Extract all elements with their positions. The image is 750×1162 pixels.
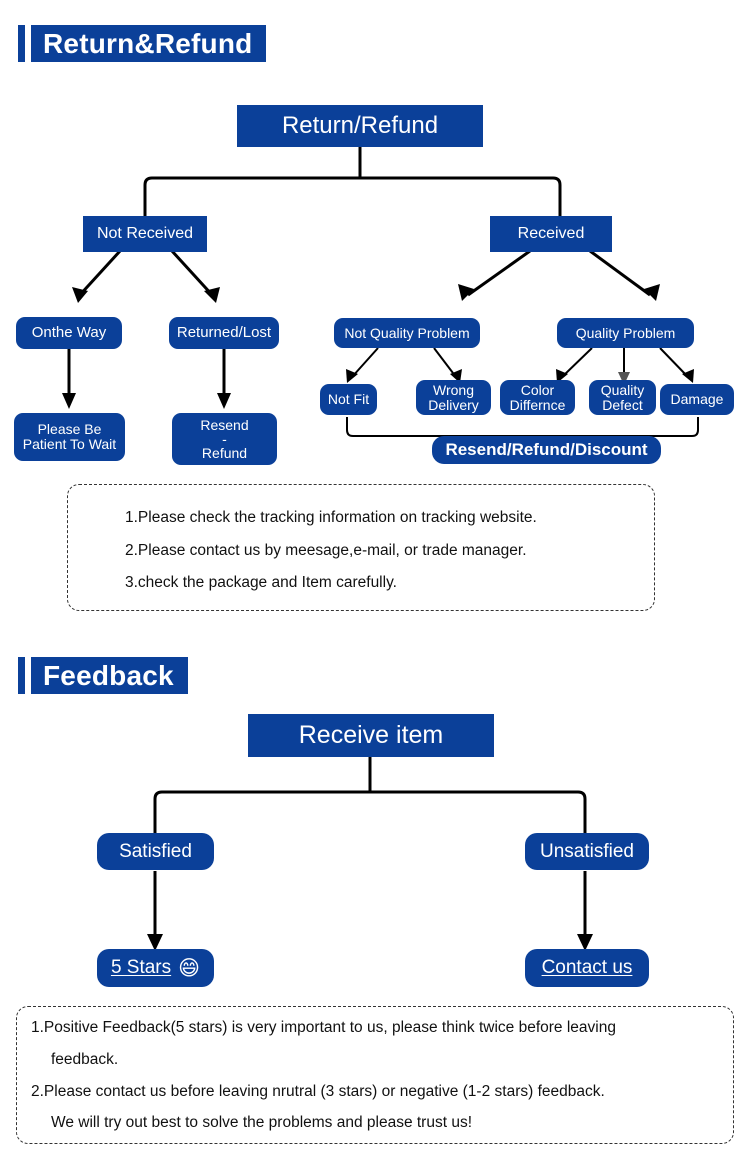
note-box-return-refund: 1.Please check the tracking information … bbox=[67, 484, 655, 611]
node-line-2: Patient To Wait bbox=[22, 436, 117, 452]
node-line-2: Defect bbox=[602, 396, 643, 413]
node-unsatisfied[interactable]: Unsatisfied bbox=[525, 833, 649, 870]
node-receive-item[interactable]: Receive item bbox=[248, 714, 494, 757]
note-line: 1.Positive Feedback(5 stars) is very imp… bbox=[31, 1019, 616, 1036]
note-line: We will try out best to solve the proble… bbox=[51, 1114, 472, 1131]
tree2-connectors bbox=[147, 757, 593, 951]
note-line: 2.Please contact us before leaving nrutr… bbox=[31, 1083, 605, 1100]
node-returned-lost[interactable]: Returned/Lost bbox=[169, 317, 279, 349]
node-contact-us[interactable]: Contact us bbox=[525, 949, 649, 987]
node-not-fit[interactable]: Not Fit bbox=[320, 384, 377, 415]
section-accent-bar bbox=[18, 657, 25, 694]
five-stars-label: 5 Stars bbox=[110, 957, 172, 979]
note-line: 1.Please check the tracking information … bbox=[125, 509, 537, 526]
section-header-feedback: Feedback bbox=[18, 657, 188, 694]
node-line-3: Refund bbox=[201, 445, 248, 461]
node-line-2: - bbox=[222, 431, 227, 447]
node-damage[interactable]: Damage bbox=[660, 384, 734, 415]
note-line: 2.Please contact us by meesage,e-mail, o… bbox=[125, 542, 527, 559]
node-line-1: Color bbox=[520, 381, 555, 398]
node-line-1: Quality bbox=[600, 381, 645, 398]
section-accent-bar bbox=[18, 25, 25, 62]
node-color-difference[interactable]: Color Differnce bbox=[500, 380, 575, 415]
node-received[interactable]: Received bbox=[490, 216, 612, 252]
node-not-received[interactable]: Not Received bbox=[83, 216, 207, 252]
note-line: feedback. bbox=[51, 1051, 119, 1068]
node-line-1: Wrong bbox=[433, 381, 474, 398]
tree1-connectors bbox=[62, 147, 699, 449]
node-line-2: Delivery bbox=[428, 396, 479, 413]
laughing-face-icon: 😄 bbox=[178, 956, 201, 980]
node-return-refund-root[interactable]: Return/Refund bbox=[237, 105, 483, 147]
node-please-be-patient[interactable]: Please Be Patient To Wait bbox=[14, 413, 125, 461]
node-line-2: Differnce bbox=[509, 396, 566, 413]
section-title-feedback: Feedback bbox=[31, 657, 188, 694]
note-line: 3.check the package and Item carefully. bbox=[125, 574, 397, 591]
contact-us-label: Contact us bbox=[541, 957, 633, 979]
node-line-1: Please Be bbox=[37, 421, 102, 438]
node-quality-defect[interactable]: Quality Defect bbox=[589, 380, 656, 415]
section-title-return-refund: Return&Refund bbox=[31, 25, 267, 62]
note-box-feedback: 1.Positive Feedback(5 stars) is very imp… bbox=[16, 1006, 734, 1144]
node-five-stars[interactable]: 5 Stars 😄 bbox=[97, 949, 214, 987]
section-header-return-refund: Return&Refund bbox=[18, 25, 267, 62]
node-not-quality-problem[interactable]: Not Quality Problem bbox=[334, 318, 480, 348]
node-wrong-delivery[interactable]: Wrong Delivery bbox=[416, 380, 491, 415]
node-line-1: Resend bbox=[200, 417, 249, 433]
node-resend-refund-discount[interactable]: Resend/Refund/Discount bbox=[432, 436, 661, 464]
node-satisfied[interactable]: Satisfied bbox=[97, 833, 214, 870]
node-on-the-way[interactable]: Onthe Way bbox=[16, 317, 122, 349]
node-quality-problem[interactable]: Quality Problem bbox=[557, 318, 694, 348]
node-resend-refund[interactable]: Resend - Refund bbox=[172, 413, 277, 465]
